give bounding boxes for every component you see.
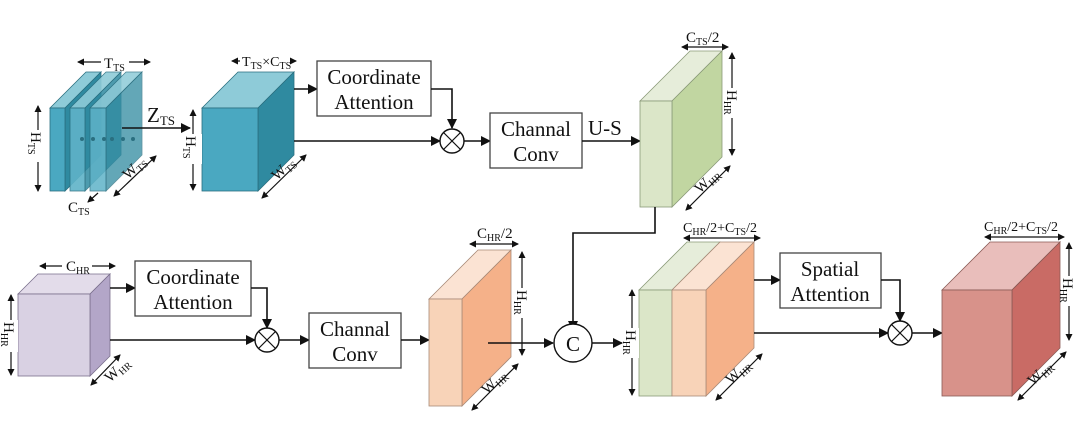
- dim-label-c-ts: CTS: [68, 200, 90, 218]
- ellipsis-dots: [80, 137, 135, 141]
- dim-arrow: [685, 165, 731, 211]
- multiply-operator-top: [439, 128, 465, 154]
- channel-conv-bottom-box: [308, 312, 402, 369]
- coordinate-attention-bottom-box: [134, 260, 252, 317]
- dim-label-cts-2: CTS/2: [686, 30, 719, 48]
- cc-bottom-line2: Conv: [332, 342, 378, 366]
- dim-arrow: [87, 192, 99, 203]
- ts-slices-block: [49, 71, 143, 192]
- dim-label-h-hr-out: HHR: [1057, 278, 1075, 303]
- dim-label-h-hr: HHR: [721, 90, 739, 115]
- dim-label-h-ts: HTS: [25, 132, 43, 155]
- dim-label-chr-2: CHR/2: [477, 226, 513, 244]
- cc-top-line1: Channal: [501, 117, 571, 141]
- dim-label-w-ts-2: WTS: [269, 155, 300, 186]
- dim-label-tts-cts: TTS×CTS: [242, 55, 291, 72]
- dim-label-w-hr-cat: WHR: [723, 357, 756, 390]
- dim-arrow: [113, 155, 157, 197]
- sa-line1: Spatial: [801, 257, 859, 281]
- dim-label-t-ts: TTS: [104, 56, 125, 74]
- ca-top-line2: Attention: [334, 90, 414, 114]
- dim-label-c-hr: CHR: [66, 259, 90, 277]
- edge: [568, 207, 656, 331]
- dim-arrow: [261, 154, 307, 199]
- dim-label-h-ts-2: HTS: [180, 136, 198, 159]
- hr-conv-block: [428, 249, 512, 407]
- spatial-attention-box: [779, 252, 882, 309]
- cc-top-line2: Conv: [513, 142, 559, 166]
- edge: [431, 88, 457, 129]
- multiply-operator-bottom: [254, 327, 280, 353]
- ca-bottom-line2: Attention: [153, 290, 233, 314]
- ca-bottom-line1: Coordinate: [146, 265, 239, 289]
- dim-arrow: [90, 354, 121, 386]
- sa-line2: Attention: [790, 282, 870, 306]
- dim-label-concat-width: CHR/2+CTS/2: [683, 221, 757, 238]
- dim-arrow: [1017, 351, 1067, 401]
- dim-label-h-hr-cat: HHR: [620, 330, 638, 355]
- dim-label-h-hr-or: HHR: [511, 290, 529, 315]
- ts-upsampled-block: [639, 50, 723, 208]
- edge-label-us: U-S: [588, 116, 622, 140]
- cc-bottom-line1: Channal: [320, 317, 390, 341]
- edge: [881, 279, 905, 322]
- dim-arrow: [471, 363, 519, 411]
- hr-input-block: [17, 273, 111, 377]
- concat-operator: C: [553, 323, 593, 363]
- dim-arrow: [715, 353, 763, 401]
- dim-label-h-hr-in: HHR: [0, 322, 16, 347]
- multiply-operator-right: [887, 320, 913, 346]
- svg-text:C: C: [566, 332, 580, 356]
- dim-label-output-width: CHR/2+CTS/2: [984, 220, 1058, 237]
- coordinate-attention-top-box: [316, 60, 432, 117]
- edge-label-zts: ZTS: [147, 103, 175, 128]
- edge: [251, 287, 272, 329]
- channel-conv-top-box: [489, 112, 583, 169]
- ca-top-line1: Coordinate: [327, 65, 420, 89]
